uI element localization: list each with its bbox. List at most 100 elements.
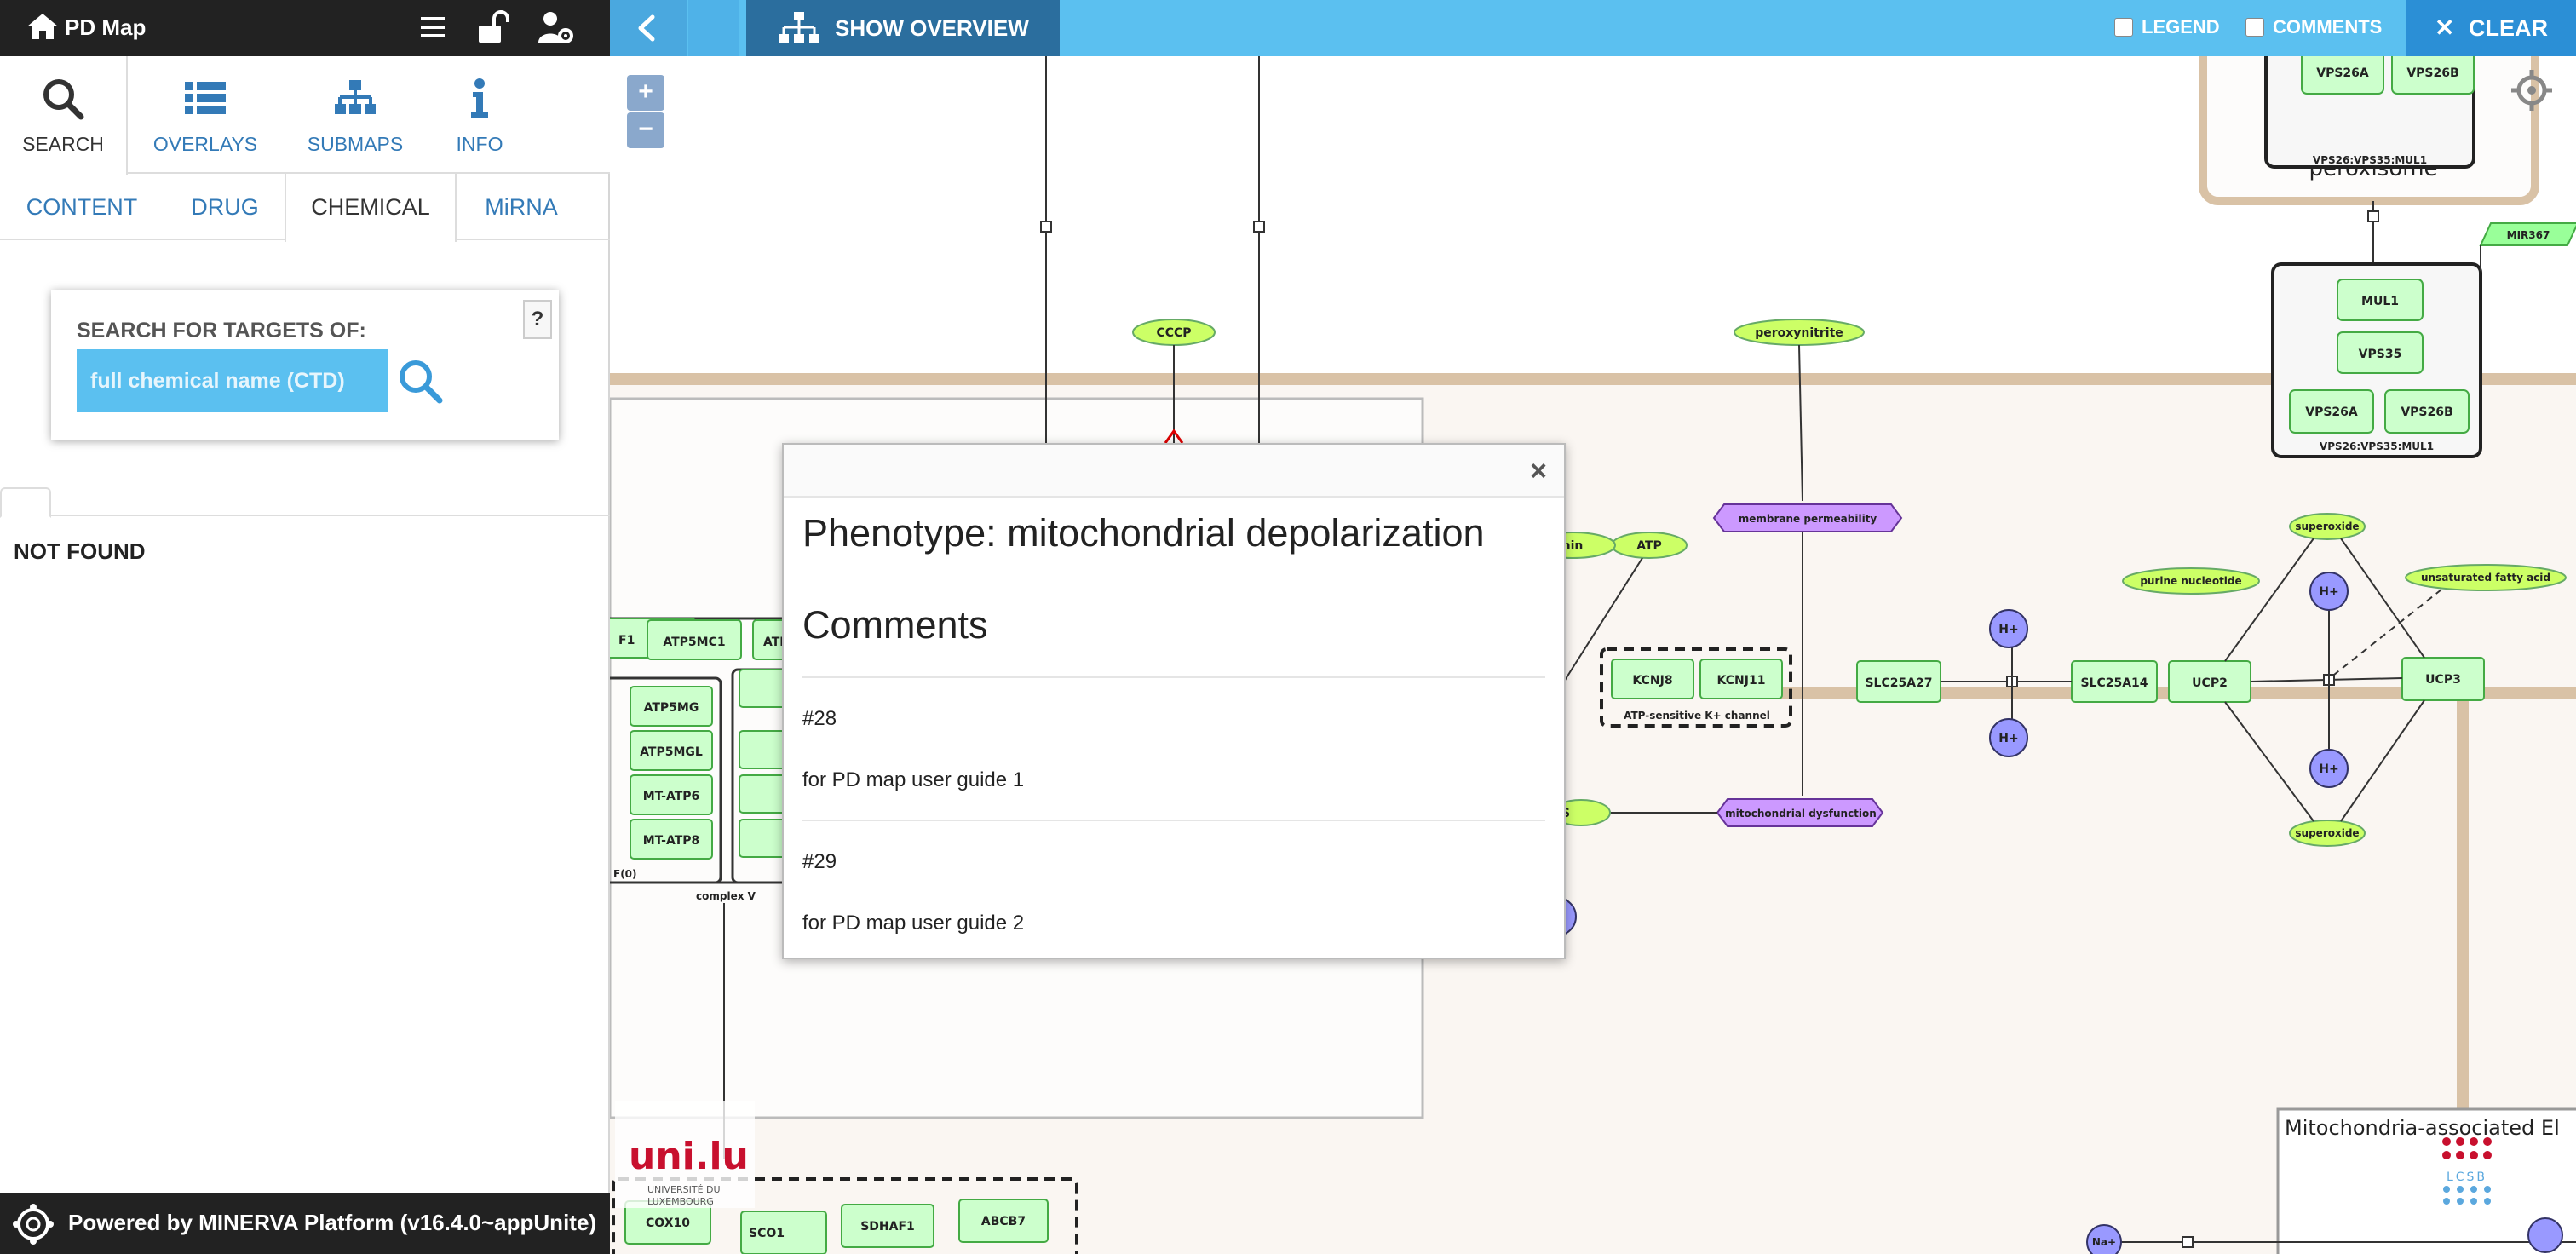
info-popup: × Phenotype: mitochondrial depolarizatio… [782,443,1566,959]
peroxynitrite-label: peroxynitrite [1755,326,1843,340]
na-plus-label: Na+ [2092,1236,2116,1248]
atp5mg-label: ATP5MG [644,701,699,715]
search-label: SEARCH FOR TARGETS OF: [77,319,366,342]
complex-name-bottom: VPS26:VPS35:MUL1 [2320,440,2434,452]
subtab-mirna[interactable]: MiRNA [485,194,558,220]
h-plus-label-3: H+ [2319,585,2338,599]
subtab-drug[interactable]: DRUG [191,194,259,220]
tab-submaps-label: SUBMAPS [307,133,404,155]
tab-submaps[interactable]: SUBMAPS [291,56,419,174]
ucp3-label: UCP3 [2425,673,2461,687]
superoxide-label-2: superoxide [2295,827,2359,839]
show-overview-label: SHOW OVERVIEW [835,15,1029,41]
uni-lu-logo: uni.lu [629,1135,749,1178]
app-title[interactable]: PD Map [65,14,147,40]
left-panel: PD Map SEARCH [0,0,610,1254]
footer: Powered by MINERVA Platform (v16.4.0~app… [0,1193,610,1254]
subtab-content[interactable]: CONTENT [26,194,138,220]
comment-id: #28 [802,707,837,730]
mitochondrial-dysfunction-node [1716,798,1884,827]
mir367-label: MIR367 [2507,229,2550,241]
mitochondrial-dysfunction-label: mitochondrial dysfunction [1725,808,1877,820]
search-submit-icon[interactable] [395,356,445,406]
sco1-label: SCO1 [749,1227,785,1240]
chemical-search-input[interactable] [77,349,388,412]
tab-overlays[interactable]: OVERLAYS [141,56,269,174]
overlays-icon [185,82,226,114]
min-fragment-label: nin [1562,539,1584,553]
show-overview-button[interactable]: SHOW OVERVIEW [746,0,1060,56]
purine-nucleotide-label: purine nucleotide [2140,575,2241,587]
results-tab[interactable] [0,487,51,518]
vps26a-label: VPS26A [2316,66,2369,80]
superoxide-label-1: superoxide [2295,521,2359,532]
tab-info[interactable]: INFO [416,56,543,174]
user-settings-icon[interactable] [537,9,574,46]
comment-id: #29 [802,850,837,873]
mt-atp6-label: MT-ATP6 [643,790,700,803]
slc25a14-label: SLC25A14 [2080,676,2148,690]
kcnj11-label: KCNJ11 [1717,674,1766,687]
mitochondrion-outer-membrane [610,373,2576,385]
comments-checkbox[interactable] [2245,17,2264,37]
h-plus-node-2 [1989,718,2028,757]
unsaturated-fatty-acid-node [2405,564,2567,591]
ucp2-label: UCP2 [2192,676,2228,690]
tab-search-label: SEARCH [22,133,104,155]
subtab-chemical[interactable]: CHEMICAL [285,174,457,242]
h-plus-label-1: H+ [1998,623,2018,636]
na-plus-node [2086,1224,2122,1254]
mt-atp8-label: MT-ATP8 [643,834,700,848]
abcb7-label: ABCB7 [981,1215,1026,1228]
popup-close-button[interactable]: × [1530,455,1547,487]
vps26b-label-2: VPS26B [2401,406,2452,419]
tab-info-label: INFO [456,133,503,155]
s-fragment-label: S [1561,807,1570,820]
zoom-in-button[interactable]: + [627,75,664,111]
comment-text: for PD map user guide 1 [802,768,1025,791]
f1-fragment-label: F1 [618,634,635,647]
mam-label: Mitochondria-associated El [2285,1116,2560,1140]
main-tabs: SEARCH OVERLAYS SUBMAPS [0,56,610,175]
footer-text[interactable]: Powered by MINERVA Platform (v16.4.0~app… [68,1210,597,1235]
h-plus-node-1 [1989,609,2028,648]
vps26b-label: VPS26B [2406,66,2458,80]
vps26a-label-2: VPS26A [2305,406,2358,419]
chemical-search-panel: ? SEARCH FOR TARGETS OF: [51,290,559,440]
lcsb-logo-text: LCSB [2447,1171,2487,1184]
h-plus-node-3 [2309,572,2349,611]
clear-x-icon: ✕ [2435,14,2455,41]
comments-toggle[interactable]: COMMENTS [2245,14,2382,41]
home-icon[interactable] [26,12,60,41]
mir367-node [2479,222,2576,246]
crosshair-icon[interactable] [2510,68,2554,112]
cox10-label: COX10 [646,1217,690,1230]
complex-name-top: VPS26:VPS35:MUL1 [2313,154,2427,166]
comments-label: COMMENTS [2273,16,2383,37]
unlock-icon[interactable] [474,9,511,46]
tab-overlays-label: OVERLAYS [152,133,258,155]
uni-lu-sub-1: UNIVERSITÉ DU [647,1184,721,1195]
kcnj8-label: KCNJ8 [1632,674,1672,687]
lcsb-logo [2442,1137,2492,1205]
legend-toggle[interactable]: LEGEND [2114,14,2220,41]
atp-label: ATP [1636,539,1662,553]
clear-button[interactable]: ✕ CLEAR [2406,0,2576,56]
minerva-logo-icon[interactable] [12,1203,55,1245]
app-header: PD Map [0,0,610,56]
h-plus-label-2: H+ [1998,732,2018,745]
f0-label: F(0) [613,868,637,880]
membrane-permeability-label: membrane permeability [1739,513,1877,525]
legend-checkbox[interactable] [2114,17,2133,37]
help-button[interactable]: ? [523,300,552,339]
zoom-out-button[interactable]: − [627,112,664,148]
atp5mgl-label: ATP5MGL [640,745,703,759]
uni-lu-sub-2: LUXEMBOURG [647,1196,714,1207]
sdhaf1-label: SDHAF1 [860,1220,915,1234]
menu-icon[interactable] [414,9,451,46]
divider [802,820,1545,821]
collapse-panel-button[interactable] [610,0,687,56]
membrane-permeability-node [1712,503,1903,532]
tab-search[interactable]: SEARCH [0,56,128,175]
superoxide-node-2 [2289,820,2366,847]
